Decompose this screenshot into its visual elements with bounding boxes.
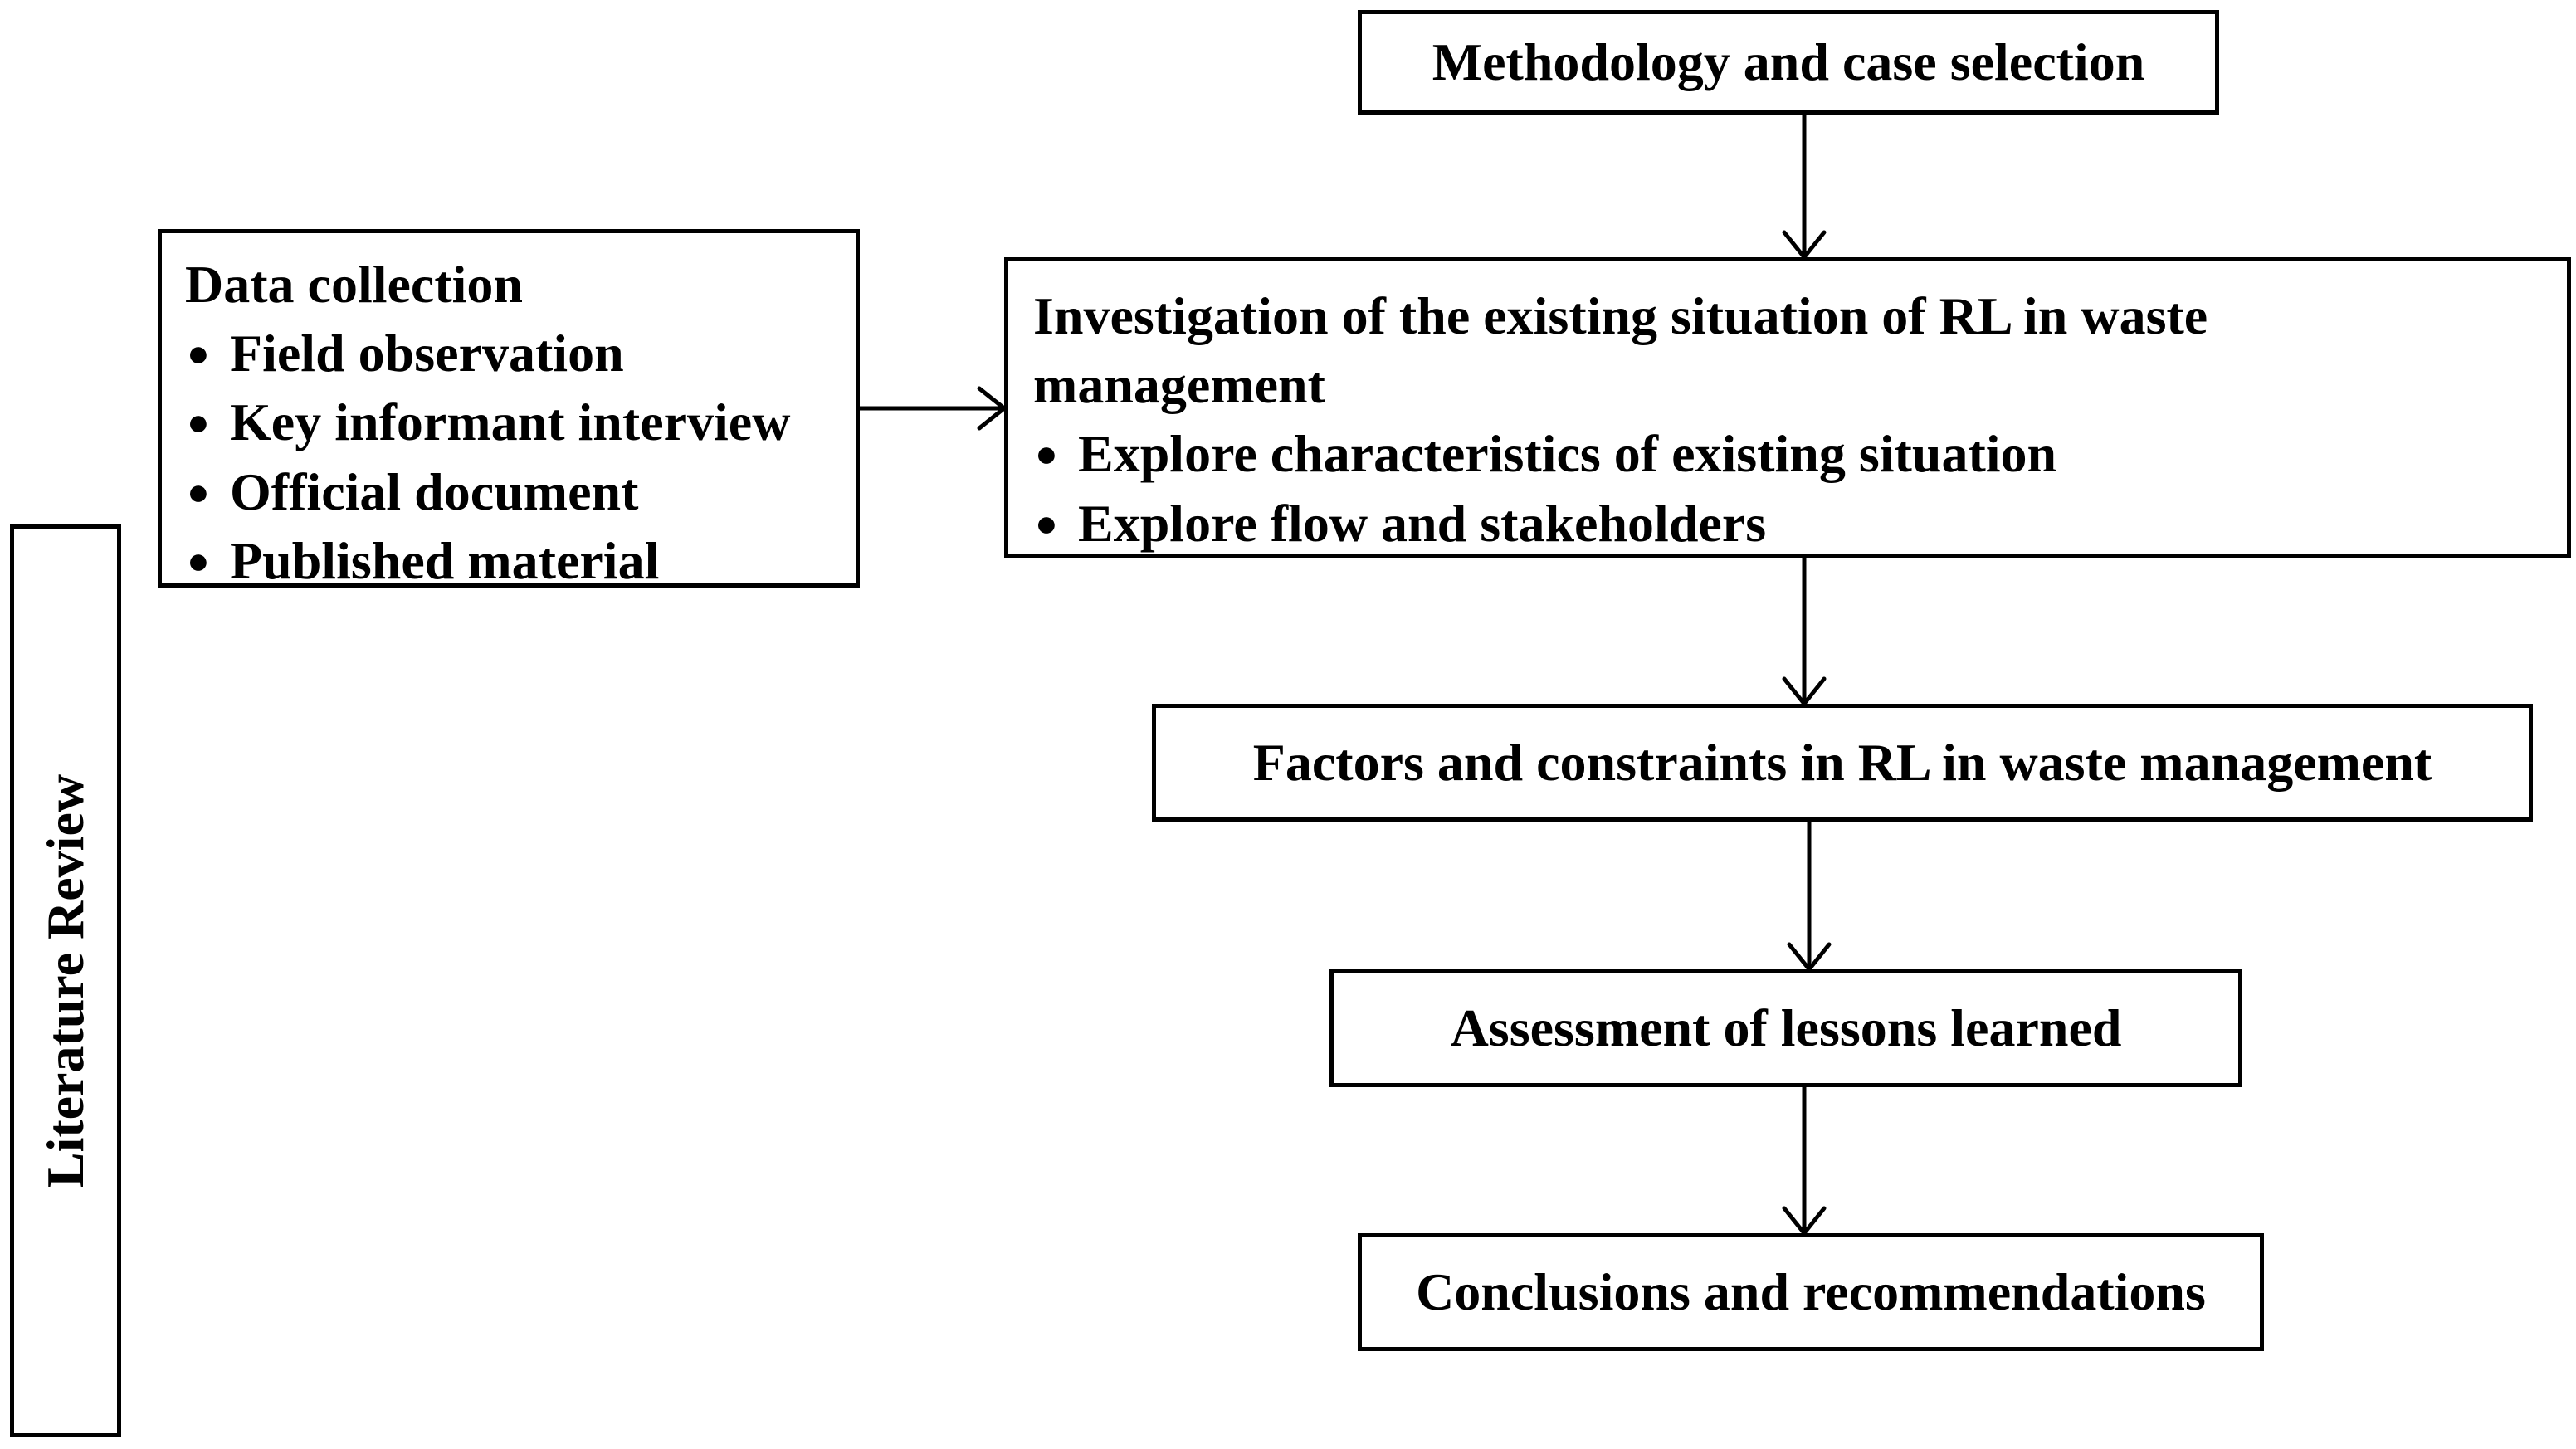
assessment-label: Assessment of lessons learned	[1450, 998, 2122, 1058]
investigation-box: Investigation of the existing situation …	[1004, 257, 2571, 558]
arrow-assessment-to-conclusions	[1782, 1085, 1827, 1236]
arrow-investigation-to-factors	[1782, 555, 1827, 706]
arrow-datacollection-to-investigation	[857, 386, 1007, 431]
list-item: Official document	[185, 457, 856, 526]
list-item: Published material	[185, 526, 856, 595]
list-item: Key informant interview	[185, 388, 856, 456]
factors-box: Factors and constraints in RL in waste m…	[1152, 704, 2533, 822]
arrow-factors-to-assessment	[1787, 819, 1832, 972]
investigation-title: Investigation of the existing situation …	[1033, 286, 2208, 415]
assessment-box: Assessment of lessons learned	[1329, 969, 2242, 1087]
data-collection-list: Field observation Key informant intervie…	[185, 319, 856, 595]
conclusions-box: Conclusions and recommendations	[1358, 1233, 2264, 1351]
methodology-box: Methodology and case selection	[1358, 10, 2219, 115]
literature-review-box: Literature Review	[10, 524, 121, 1437]
investigation-list: Explore characteristics of existing situ…	[1033, 419, 2550, 557]
list-item: Explore characteristics of existing situ…	[1033, 419, 2550, 488]
literature-review-label: Literature Review	[36, 773, 95, 1188]
data-collection-box: Data collection Field observation Key in…	[158, 229, 860, 595]
conclusions-label: Conclusions and recommendations	[1416, 1262, 2206, 1322]
arrow-methodology-to-investigation	[1782, 112, 1827, 260]
methodology-label: Methodology and case selection	[1432, 32, 2145, 92]
list-item: Field observation	[185, 319, 856, 388]
data-collection-title: Data collection	[185, 255, 523, 314]
list-item: Explore flow and stakeholders	[1033, 489, 2550, 558]
factors-label: Factors and constraints in RL in waste m…	[1252, 733, 2432, 793]
